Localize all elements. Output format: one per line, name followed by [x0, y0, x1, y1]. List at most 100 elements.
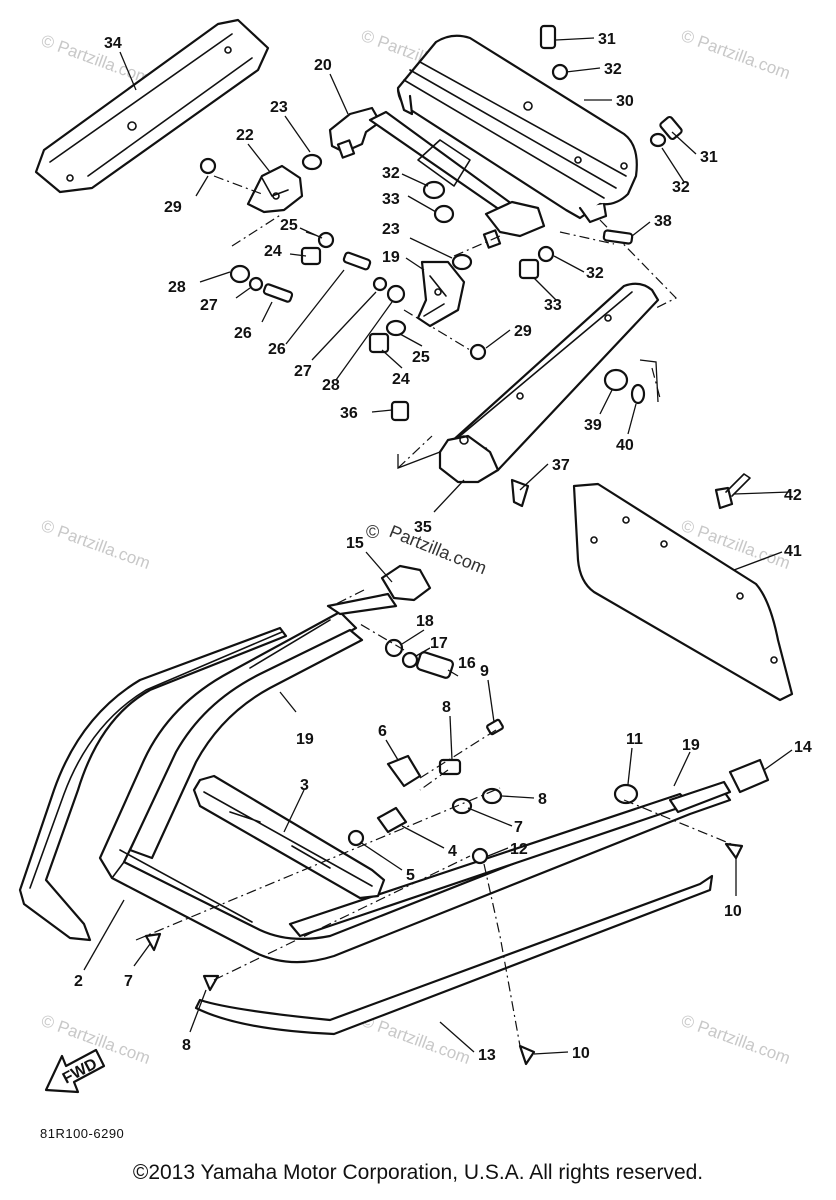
watermark: © Partzilla.com	[679, 26, 793, 83]
callout-22: 22	[236, 127, 254, 144]
callout-10: 10	[572, 1045, 590, 1062]
bolt-26-b	[342, 251, 372, 271]
callout-36: 36	[340, 405, 358, 422]
watermark: © Partzilla.com	[39, 31, 153, 88]
callout-13: 13	[478, 1047, 496, 1064]
washer-32-b	[649, 132, 667, 148]
callout-19: 19	[296, 731, 314, 748]
callout-32: 32	[604, 61, 622, 78]
washer-32-d	[537, 245, 555, 263]
callout-42: 42	[784, 487, 802, 504]
callout-11: 11	[626, 731, 643, 748]
callout-26: 26	[268, 341, 286, 358]
callout-23: 23	[382, 221, 400, 238]
bolt-16	[415, 651, 455, 679]
screw-9	[486, 718, 504, 736]
callout-41: 41	[784, 543, 802, 560]
rivet-7-b	[202, 974, 220, 992]
bolt-31-b	[659, 115, 683, 141]
watermark: © Partzilla.com	[679, 1011, 793, 1068]
bolt-38	[602, 229, 634, 245]
nut-33	[433, 204, 455, 224]
callout-10: 10	[724, 903, 742, 920]
callout-15: 15	[346, 535, 364, 552]
callout-16: 16	[458, 655, 476, 672]
grommet-11	[613, 783, 639, 805]
callout-25: 25	[280, 217, 298, 234]
callout-7: 8	[182, 1037, 191, 1054]
part-34-support-bar	[438, 282, 660, 484]
callout-37: 37	[552, 457, 570, 474]
washer-27	[248, 276, 264, 292]
washer-23-b	[451, 253, 473, 271]
washer-4	[347, 829, 365, 847]
washer-40	[630, 383, 646, 405]
watermark: © Partzilla.com	[359, 1011, 473, 1068]
callout-29: 29	[514, 323, 532, 340]
callout-9: 9	[480, 663, 489, 680]
assembly-lines-upper	[213, 175, 678, 469]
callout-25: 25	[412, 349, 430, 366]
callout-19: 19	[682, 737, 700, 754]
callout-28: 28	[168, 279, 186, 296]
forward-arrow-icon: FWD	[44, 1048, 106, 1094]
nut-8	[481, 787, 503, 805]
nut-32-c	[422, 180, 446, 200]
washer-28-b	[386, 284, 406, 304]
callout-7: 7	[124, 973, 133, 990]
callout-leaders	[83, 37, 793, 1055]
part-41-back-plate	[572, 482, 794, 702]
copyright-notice: ©2013 Yamaha Motor Corporation, U.S.A. A…	[132, 1161, 704, 1184]
nut-33-b	[518, 258, 540, 280]
callout-35: 34	[104, 35, 122, 52]
callout-6: 7	[514, 819, 523, 836]
callout-14: 14	[794, 739, 812, 756]
washer-32	[551, 63, 569, 81]
callout-5: 6	[378, 723, 387, 740]
callout-32: 32	[672, 179, 690, 196]
screw-10	[724, 842, 744, 860]
part-21-bracket	[416, 260, 466, 328]
callout-12: 12	[510, 841, 528, 858]
callout-30: 30	[616, 93, 634, 110]
callout-28: 28	[322, 377, 340, 394]
callout-38: 38	[654, 213, 672, 230]
part-13-lower-trim	[194, 874, 714, 1036]
watermark: © Partzilla.com	[39, 516, 153, 573]
callout-32: 32	[586, 265, 604, 282]
callout-2: 3	[300, 777, 309, 794]
clip-5	[386, 754, 422, 788]
bolt-26	[262, 283, 294, 303]
bolt-31	[539, 24, 557, 50]
screw-10-b	[518, 1044, 536, 1066]
washer-27-b	[372, 276, 388, 292]
part-30-box-lid	[396, 34, 638, 224]
nut-29-b	[469, 343, 487, 361]
center-watermark-prefix: ©	[366, 522, 379, 542]
nut-29	[199, 157, 217, 175]
clip-37	[510, 478, 530, 508]
washer-18	[384, 638, 404, 658]
bracket-15	[380, 564, 432, 602]
callout-24: 24	[264, 243, 282, 260]
callout-23: 23	[270, 99, 288, 116]
diagram-code: 81R100-6290	[40, 1126, 125, 1141]
callout-27: 27	[294, 363, 312, 380]
callout-8: 8	[442, 699, 451, 716]
callout-33: 33	[382, 191, 400, 208]
bracket-14	[728, 758, 770, 794]
washer-12	[471, 847, 489, 865]
callout-29: 29	[164, 199, 182, 216]
callout-21: 19	[382, 249, 400, 266]
callout-3: 4	[448, 843, 457, 860]
callout-18: 18	[416, 613, 434, 630]
washer-28	[229, 264, 251, 284]
small-hardware-lower	[144, 564, 770, 1066]
washer-25-b	[385, 319, 407, 337]
rivet-7	[144, 932, 162, 952]
callout-4: 5	[406, 867, 415, 884]
callout-31: 31	[598, 31, 616, 48]
assembly-lines-lower	[135, 589, 737, 1047]
